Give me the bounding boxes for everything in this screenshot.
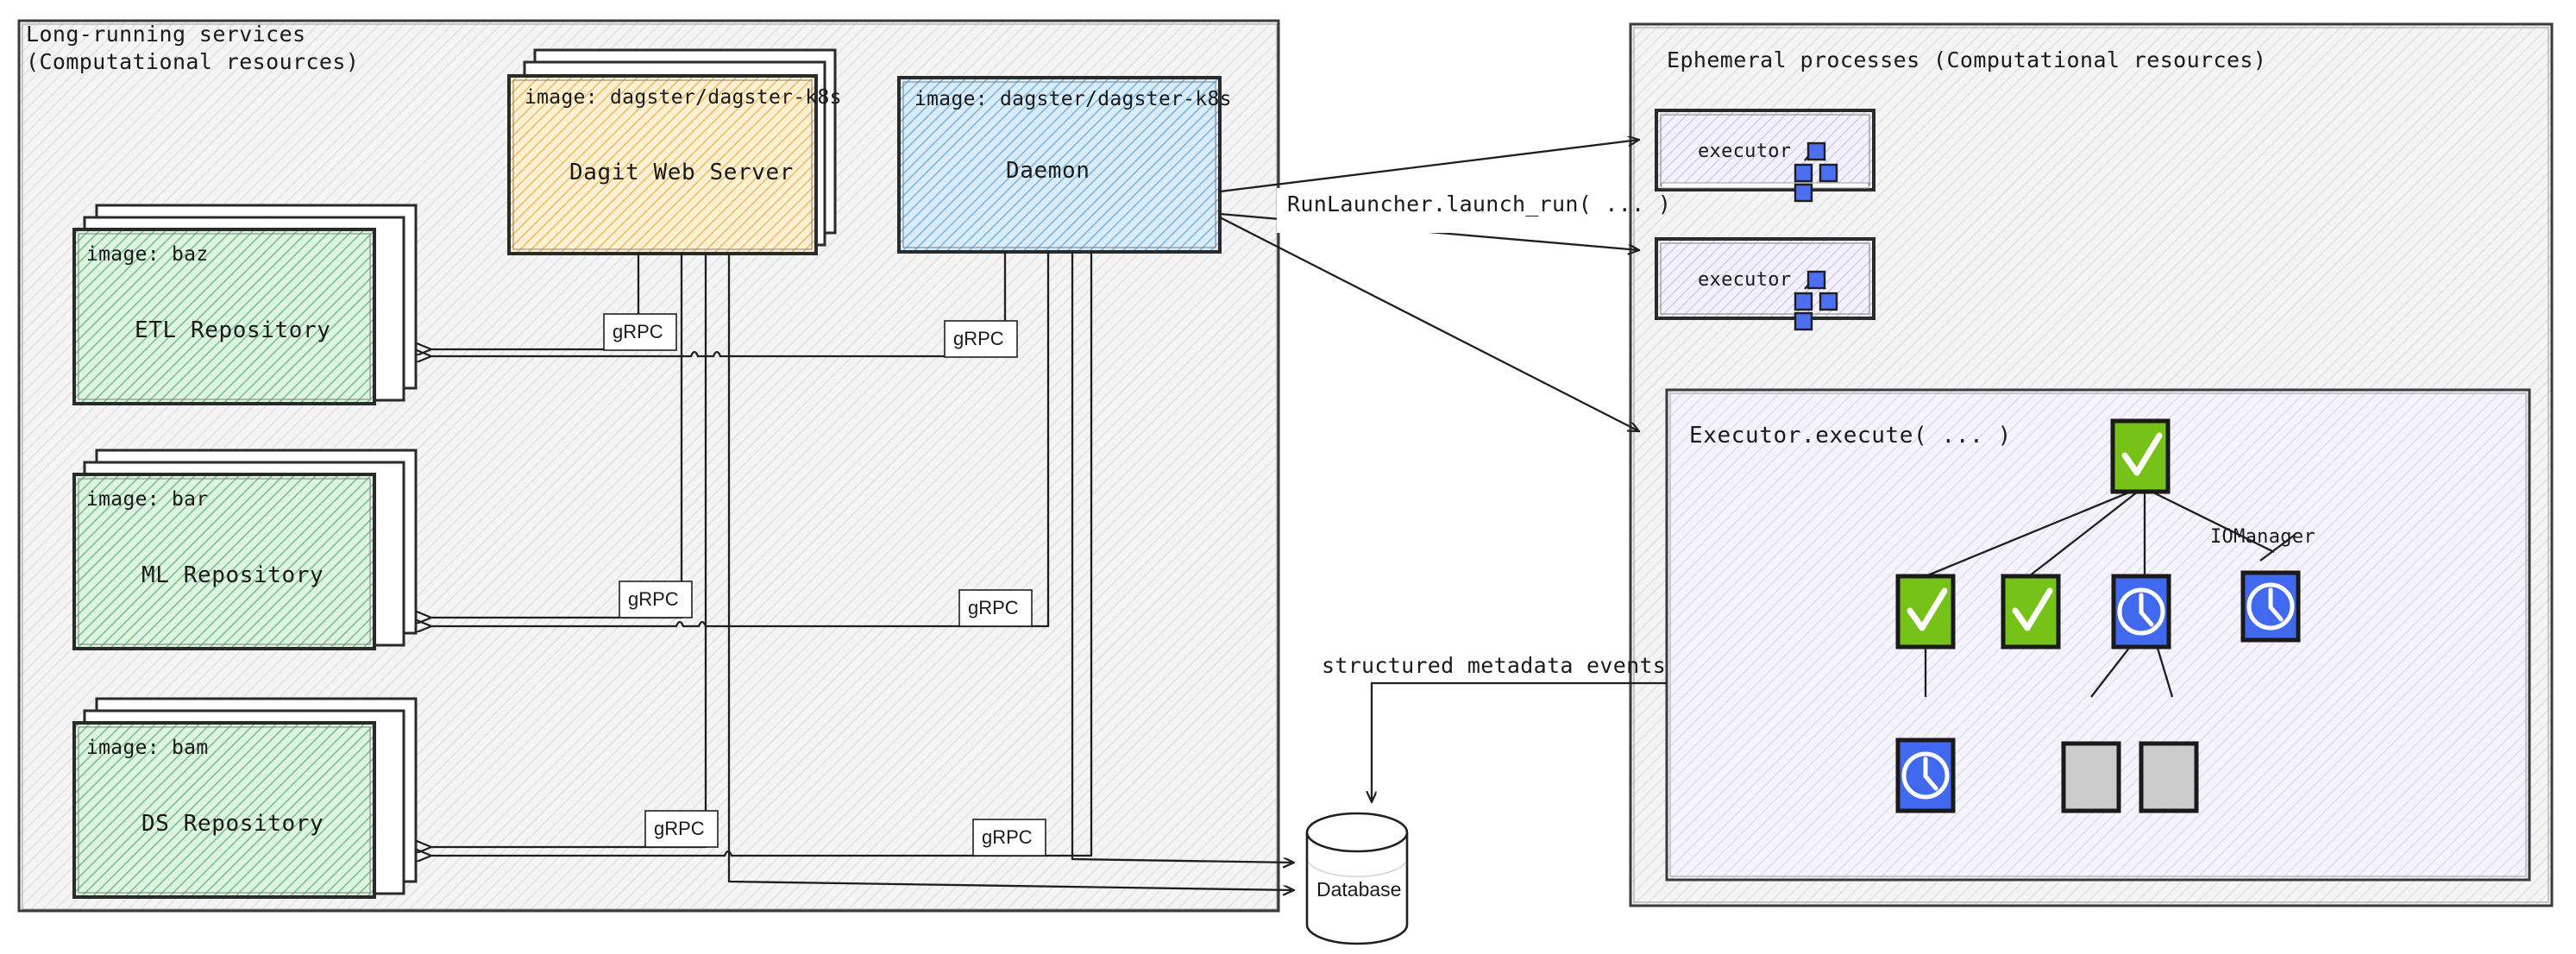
repository-box-ml[interactable] — [72, 449, 418, 650]
database-cylinder[interactable] — [1305, 812, 1409, 945]
repository-box-ds[interactable] — [72, 697, 418, 899]
check-icon — [2012, 587, 2053, 631]
dagit-name-label: Dagit Web Server — [569, 160, 795, 185]
node-graph-icon-2 — [1794, 270, 1838, 331]
clock-icon — [1901, 751, 1950, 800]
check-icon — [1907, 587, 1948, 631]
grpc-label-2: gRPC — [953, 328, 1004, 349]
node-graph-icon-1 — [1794, 141, 1838, 203]
service-box-dagit[interactable] — [507, 48, 837, 255]
repository-box-etl[interactable] — [72, 204, 418, 405]
grpc-label-plaques — [603, 313, 1046, 857]
dag-node-n1[interactable] — [1895, 574, 1956, 650]
dagit-image-label: image: dagster/dagster-k8s — [525, 86, 842, 109]
structured-metadata-label: structured metadata events — [1322, 653, 1667, 678]
daemon-image-label: image: dagster/dagster-k8s — [914, 88, 1232, 110]
grpc-label-6: gRPC — [982, 826, 1033, 848]
dag-node-n7[interactable] — [2139, 741, 2199, 813]
dag-node-n3[interactable] — [2111, 574, 2171, 650]
executor-label-2: executor — [1698, 269, 1792, 291]
grpc-label-4: gRPC — [968, 597, 1019, 618]
run-launcher-label-plaque — [1277, 188, 1615, 233]
dag-node-n5[interactable] — [1895, 737, 1956, 813]
dag-node-n4[interactable] — [2240, 570, 2301, 643]
grpc-label-5: gRPC — [654, 818, 705, 839]
daemon-name-label: Daemon — [1006, 158, 1090, 184]
check-icon — [2121, 432, 2163, 476]
executor-execute-title: Executor.execute( ... ) — [1689, 423, 2012, 449]
ml-image-label: image: bar — [86, 488, 209, 511]
ds-image-label: image: bam — [86, 737, 209, 759]
grpc-label-3: gRPC — [628, 588, 679, 610]
run-launcher-label: RunLauncher.launch_run( ... ) — [1287, 191, 1672, 217]
etl-image-label: image: baz — [86, 243, 209, 266]
ml-name-label: ML Repository — [141, 562, 324, 588]
service-box-daemon[interactable] — [897, 76, 1222, 254]
grpc-label-1: gRPC — [613, 321, 663, 342]
ds-name-label: DS Repository — [141, 811, 324, 837]
grpc-edges — [431, 250, 1093, 856]
panel-subtitle-long-running: (Computational resources) — [26, 49, 360, 74]
clock-icon — [2117, 587, 2165, 636]
structured-metadata-edge — [1372, 681, 1667, 802]
panel-title-long-running: Long-running services — [26, 22, 306, 47]
database-edges — [727, 250, 1296, 890]
io-manager-edge — [2259, 534, 2296, 562]
etl-name-label: ETL Repository — [135, 317, 331, 343]
dag-node-n2[interactable] — [2001, 574, 2061, 650]
panel-title-ephemeral: Ephemeral processes (Computational resou… — [1667, 47, 2267, 72]
io-manager-label: IOManager — [2210, 526, 2315, 548]
executor-label-1: executor — [1698, 141, 1792, 162]
clock-icon — [2246, 582, 2295, 631]
run-launcher-edges — [1218, 140, 1641, 433]
database-label: Database — [1316, 878, 1402, 901]
dag-node-n6[interactable] — [2061, 741, 2121, 813]
dag-node-root[interactable] — [2110, 418, 2171, 494]
